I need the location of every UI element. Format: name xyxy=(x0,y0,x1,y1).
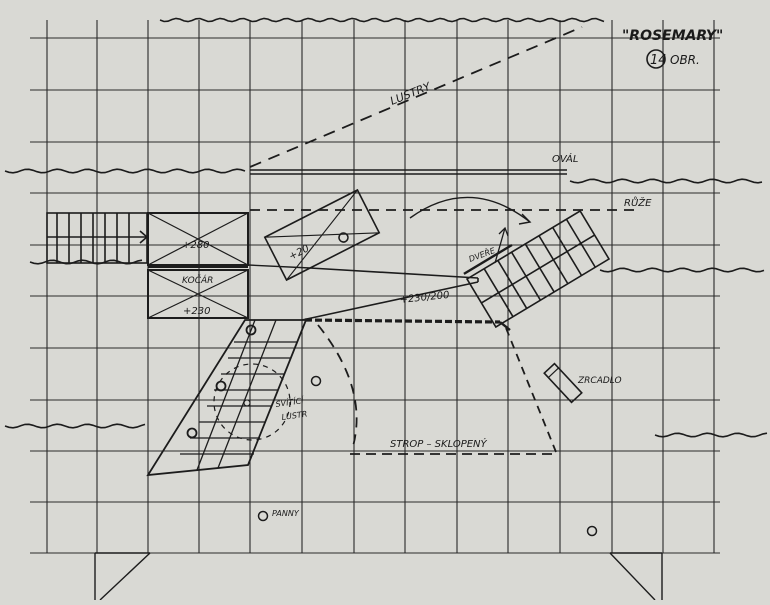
platform-plus20 xyxy=(263,188,381,282)
drape-middle-right xyxy=(599,267,765,273)
platform-plus280 xyxy=(147,212,249,266)
platform-edge xyxy=(304,318,557,453)
label-panny: PANNY xyxy=(272,509,300,518)
marker-circle xyxy=(586,525,598,537)
figure-number: 14 xyxy=(650,53,667,68)
label-oval: OVÁL xyxy=(552,152,578,165)
figure-suffix: OBR. xyxy=(670,53,700,67)
left-slanted-staircase xyxy=(146,319,308,477)
platform-plus230-left xyxy=(147,269,249,319)
stage-floor-outline xyxy=(94,552,663,601)
drape-upper-right xyxy=(569,178,763,184)
drape-upper-left xyxy=(4,168,246,174)
label-ruze: RŮŽE xyxy=(624,196,652,209)
label-kocar: KOČÁR xyxy=(182,274,213,286)
drape-lower-left xyxy=(4,423,146,429)
chandelier-dashed-circle xyxy=(213,363,291,441)
markers xyxy=(257,49,666,537)
door-arrow xyxy=(494,227,506,264)
label-zrcadlo: ZRCADLO xyxy=(577,376,622,386)
rotation-arrow xyxy=(409,196,531,223)
dashed-arc xyxy=(317,324,358,451)
lustry-dashed-line xyxy=(249,26,583,168)
right-staircase xyxy=(463,209,611,329)
drape-top xyxy=(159,17,605,23)
door-arrow-head xyxy=(498,226,509,237)
label-plus230-200: +230/200 xyxy=(399,290,450,306)
label-strop-sklopeny: STROP – SKLOPENÝ xyxy=(390,437,488,450)
rotation-arrow-head xyxy=(518,213,532,225)
marker-circle xyxy=(310,375,322,387)
diagram-title: "ROSEMARY" xyxy=(622,28,723,44)
label-plus280: +280 xyxy=(182,240,209,251)
oval-line xyxy=(250,169,567,175)
label-lustr: LUSTR xyxy=(281,409,308,422)
mirror xyxy=(543,362,583,404)
label-plus230-left: +230 xyxy=(183,306,210,317)
ramp-plus230-200 xyxy=(301,267,479,321)
panny-marker xyxy=(257,510,269,522)
drape-lower-right xyxy=(654,432,768,438)
figure-number-circle xyxy=(646,49,666,69)
